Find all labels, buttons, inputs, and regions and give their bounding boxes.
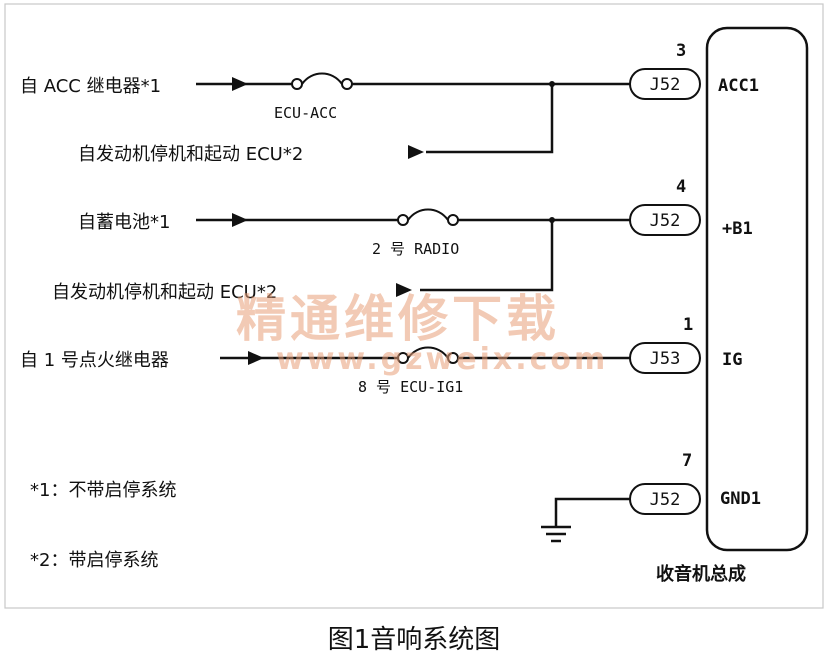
arrow-acc-in <box>232 77 248 91</box>
pin-number-3: 3 <box>676 41 686 61</box>
fuse-label-ecu-acc: ECU-ACC <box>274 104 337 122</box>
connector-label-4: J52 <box>650 490 681 510</box>
source-acc-relay: 自 ACC 继电器*1 <box>20 76 161 97</box>
note-1: *1：不带启停系统 <box>30 480 176 501</box>
wire-ground <box>554 497 630 526</box>
connector-label-3: J53 <box>650 349 681 369</box>
figure-caption: 图1音响系统图 <box>328 625 501 655</box>
diagram-frame <box>4 3 824 609</box>
terminal-gnd1: GND1 <box>720 489 761 509</box>
pin-number-7: 7 <box>682 451 692 471</box>
arrow-battery-in <box>232 213 248 227</box>
fuse-label-ecu-ig1: 8 号 ECU-IG1 <box>358 378 463 396</box>
pin-number-1: 1 <box>683 315 693 335</box>
ground-icon <box>541 525 571 543</box>
arrow-engine-ecu-1 <box>408 145 424 159</box>
connector-j52-b <box>629 204 701 236</box>
unit-label: 收音机总成 <box>656 563 746 585</box>
terminal-ig: IG <box>722 350 742 370</box>
radio-assembly-box <box>705 26 809 552</box>
arrow-ig-in <box>248 351 264 365</box>
fuse-ecu-acc <box>291 72 353 90</box>
source-ig-relay: 自 1 号点火继电器 <box>20 350 169 371</box>
source-engine-ecu-1: 自发动机停机和起动 ECU*2 <box>78 144 303 165</box>
arrow-engine-ecu-2 <box>396 283 412 297</box>
terminal-acc1: ACC1 <box>718 76 759 96</box>
note-2: *2：带启停系统 <box>30 550 158 571</box>
connector-j52-acc <box>629 68 701 100</box>
connector-label-1: J52 <box>650 75 681 95</box>
fuse-radio <box>397 208 459 226</box>
terminal-b1: +B1 <box>722 219 753 239</box>
fuse-ecu-ig1 <box>397 346 459 364</box>
pin-number-4: 4 <box>676 177 686 197</box>
watermark-url: www.gzweix.com <box>276 342 608 377</box>
connector-j53-ig <box>629 342 701 374</box>
watermark-text: 精通维修下载 <box>236 290 560 348</box>
source-engine-ecu-2: 自发动机停机和起动 ECU*2 <box>52 282 277 303</box>
wire-engine-ecu-1 <box>426 84 554 154</box>
fuse-label-radio: 2 号 RADIO <box>372 240 459 258</box>
wire-engine-ecu-2 <box>420 220 554 292</box>
source-battery: 自蓄电池*1 <box>78 212 170 233</box>
connector-label-2: J52 <box>650 211 681 231</box>
